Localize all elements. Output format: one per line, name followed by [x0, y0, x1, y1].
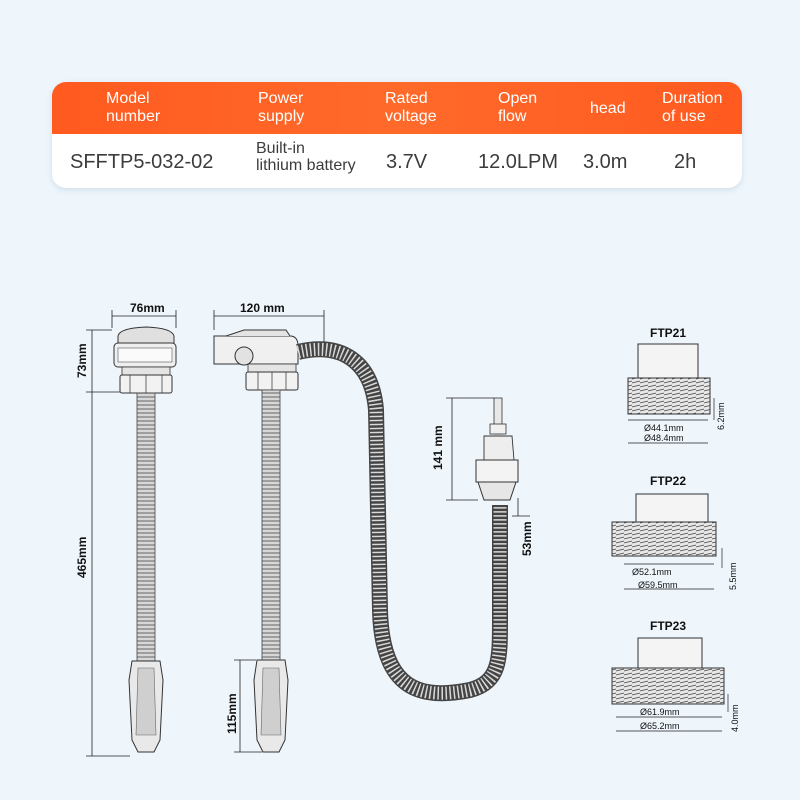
- dim-nozzle: 141 mm: [431, 425, 445, 470]
- adapter-ftp21: FTP21 Ø44.1mm Ø48.4mm 6.2mm: [627, 326, 726, 444]
- adapter-ftp21-name: FTP21: [650, 326, 686, 340]
- adapter-ftp23-inner: Ø61.9mm: [640, 707, 680, 717]
- pump-front-view: 76mm 73mm 465mm: [75, 301, 177, 757]
- adapter-ftp23-outer: Ø65.2mm: [640, 721, 680, 731]
- dim-width-side: 120 mm: [240, 301, 285, 315]
- spec-table: Model number Power supply Rated voltage …: [52, 82, 742, 188]
- adapter-ftp22-pitch: 5.5mm: [728, 562, 738, 590]
- dim-nozzle-tip: 53mm: [520, 521, 534, 556]
- dim-width-top: 76mm: [130, 301, 165, 315]
- adapter-ftp22: FTP22 Ø52.1mm Ø59.5mm 5.5mm: [611, 474, 738, 590]
- dim-height-head: 73mm: [75, 343, 89, 378]
- cell-model-number: SFFTP5-032-02: [70, 151, 214, 173]
- cell-open-flow: 12.0LPM: [478, 151, 559, 173]
- header-rated-voltage: Rated voltage: [385, 90, 437, 125]
- header-head: head: [590, 100, 626, 117]
- dim-handle: 115mm: [225, 693, 239, 734]
- adapter-ftp23: FTP23 Ø61.9mm Ø65.2mm 4.0mm: [611, 619, 740, 732]
- adapter-ftp22-inner: Ø52.1mm: [632, 567, 672, 577]
- dim-total-height: 465mm: [75, 537, 89, 578]
- header-open-flow: Open flow: [498, 90, 538, 125]
- spec-table-header: Model number Power supply Rated voltage …: [52, 82, 742, 134]
- cell-head: 3.0m: [583, 151, 628, 173]
- adapter-ftp21-pitch: 6.2mm: [716, 402, 726, 430]
- adapter-ftp21-outer: Ø48.4mm: [644, 433, 684, 443]
- adapter-ftp23-pitch: 4.0mm: [730, 704, 740, 732]
- adapter-ftp22-name: FTP22: [650, 474, 686, 488]
- cell-power-supply: Built-in lithium battery: [256, 140, 356, 174]
- header-model-number: Model number: [106, 90, 161, 125]
- pump-side-view: 120 mm 115mm 141 mm 53mm: [213, 301, 534, 753]
- cell-rated-voltage: 3.7V: [386, 151, 428, 173]
- adapter-ftp23-name: FTP23: [650, 619, 686, 633]
- header-power-supply: Power supply: [258, 90, 305, 125]
- header-duration: Duration of use: [662, 90, 723, 125]
- adapter-ftp21-inner: Ø44.1mm: [644, 423, 684, 433]
- adapter-ftp22-outer: Ø59.5mm: [638, 580, 678, 590]
- cell-duration: 2h: [674, 151, 697, 173]
